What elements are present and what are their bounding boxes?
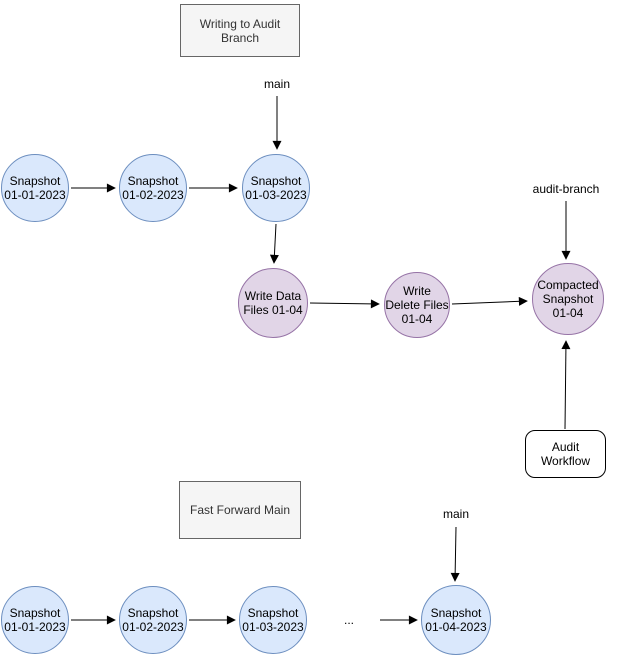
node-snapshot-01-02-2023-bottom: Snapshot 01-02-2023 [119, 586, 187, 654]
node-label: Compacted Snapshot 01-04 [537, 278, 599, 320]
node-label: Snapshot 01-04-2023 [425, 606, 487, 634]
section-title-box-writing-to-audit-branch: Writing to Audit Branch [180, 4, 300, 57]
node-snapshot-01-02-2023-top: Snapshot 01-02-2023 [119, 154, 187, 222]
branch-label-main-bottom: main [442, 507, 470, 521]
node-label: Snapshot 01-01-2023 [4, 174, 66, 202]
node-write-data-files-01-04: Write Data Files 01-04 [238, 268, 308, 338]
node-label: Snapshot 01-03-2023 [242, 606, 304, 634]
node-label: Snapshot 01-02-2023 [122, 174, 184, 202]
ellipsis-label: ... [343, 613, 355, 627]
branch-label-main-top: main [263, 77, 291, 91]
edge-main-to-snapshot-0104 [450, 526, 460, 582]
section-title-box-fast-forward-main: Fast Forward Main [179, 481, 301, 539]
edge-write-delete-to-compacted [451, 296, 528, 306]
node-compacted-snapshot-01-04: Compacted Snapshot 01-04 [532, 263, 604, 335]
edge-audit-workflow-to-compacted [561, 340, 571, 430]
node-label: Snapshot 01-02-2023 [122, 606, 184, 634]
node-label: Snapshot 01-01-2023 [4, 606, 66, 634]
node-label: Write Data Files 01-04 [243, 289, 303, 317]
node-snapshot-01-01-2023-top: Snapshot 01-01-2023 [1, 154, 69, 222]
section-title-label: Fast Forward Main [189, 503, 291, 517]
node-label: Audit Workflow [540, 440, 591, 468]
node-snapshot-01-04-2023-bottom: Snapshot 01-04-2023 [421, 585, 491, 655]
node-label: Write Delete Files 01-04 [385, 284, 449, 326]
branch-label-audit-branch: audit-branch [532, 182, 600, 196]
node-snapshot-01-03-2023-top: Snapshot 01-03-2023 [242, 154, 310, 222]
section-title-label: Writing to Audit Branch [199, 16, 281, 45]
node-write-delete-files-01-04: Write Delete Files 01-04 [384, 272, 450, 338]
node-snapshot-01-03-2023-bottom: Snapshot 01-03-2023 [239, 586, 307, 654]
node-audit-workflow: Audit Workflow [525, 430, 606, 478]
node-label: Snapshot 01-03-2023 [245, 174, 307, 202]
node-snapshot-01-01-2023-bottom: Snapshot 01-01-2023 [1, 586, 69, 654]
edge-snapshot3-to-write-data-files [269, 223, 279, 264]
edge-write-data-to-write-delete [309, 299, 380, 309]
